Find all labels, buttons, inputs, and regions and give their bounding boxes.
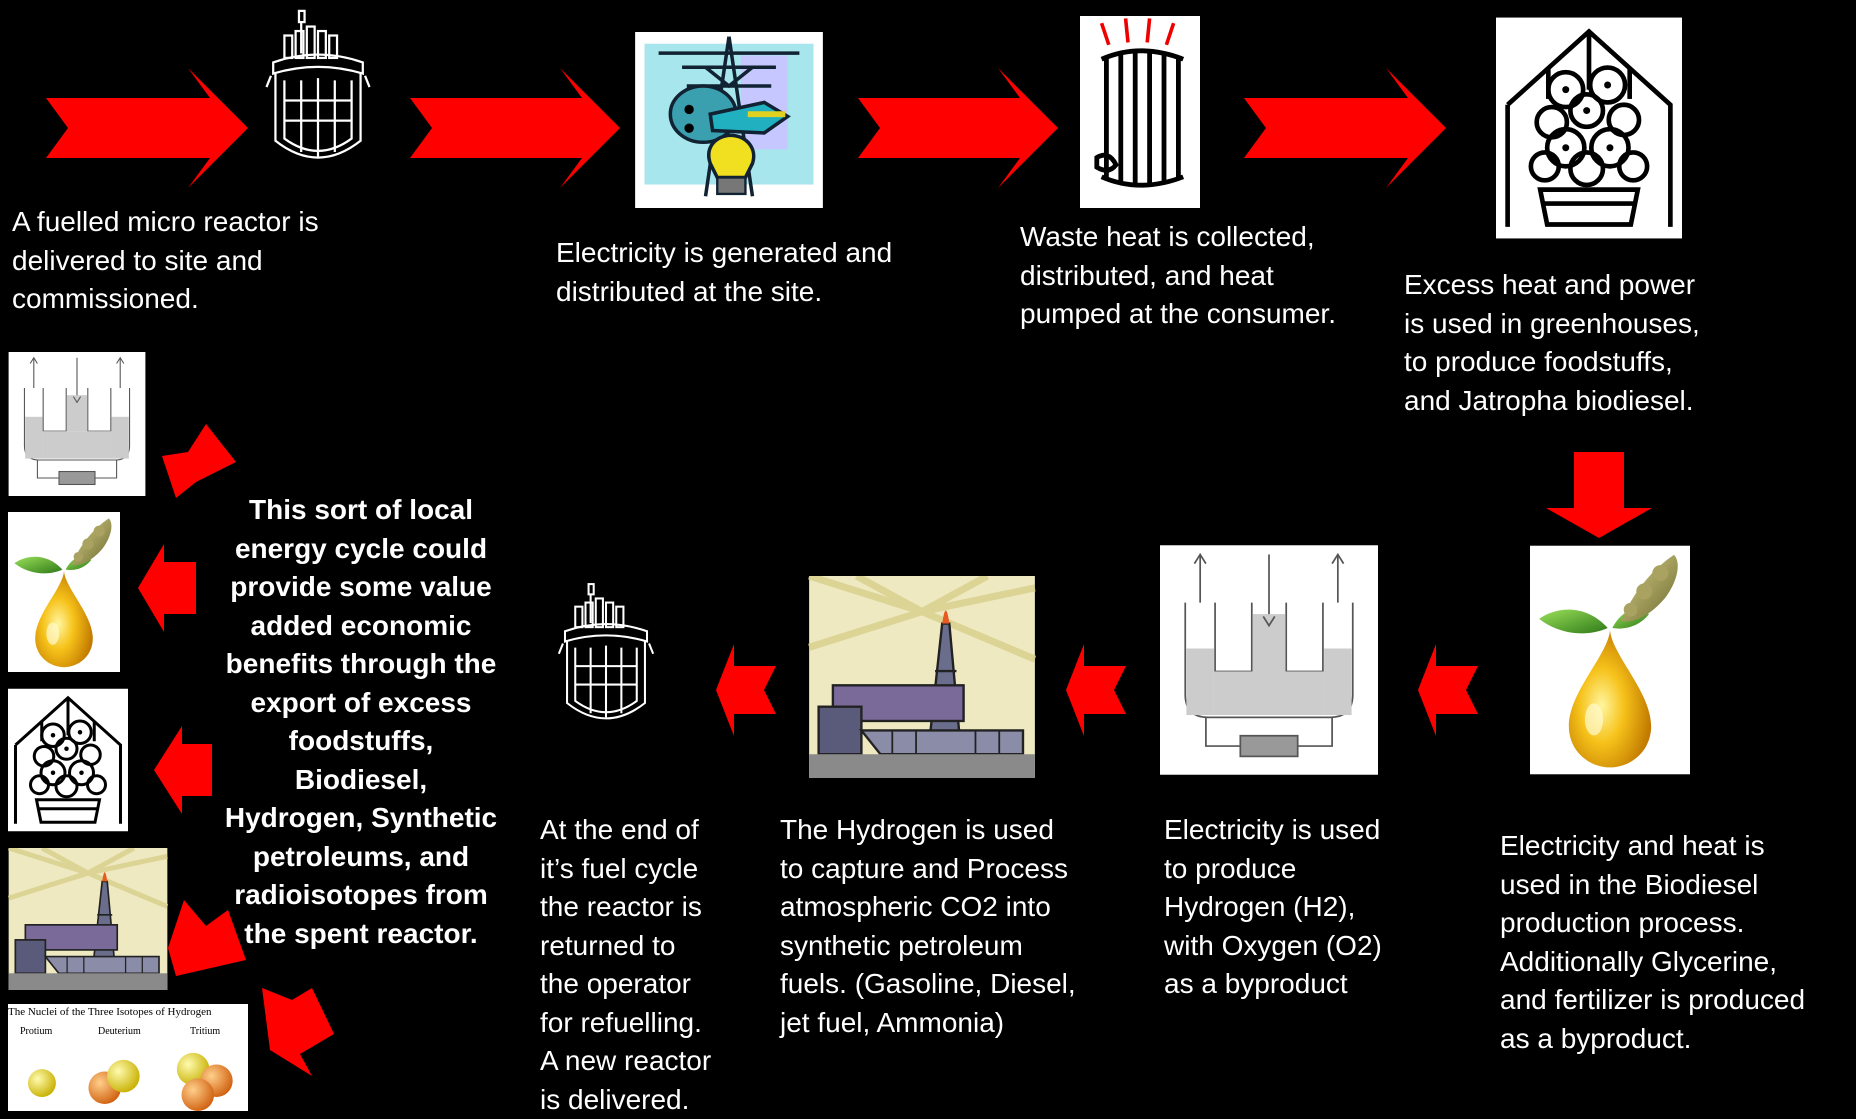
text-line: Hydrogen, Synthetic bbox=[200, 799, 522, 838]
isotope-label-deuterium: Deuterium bbox=[98, 1026, 141, 1037]
oil-drop-icon bbox=[1530, 544, 1690, 776]
text-line: Waste heat is collected, bbox=[1020, 218, 1336, 257]
text-line: added economic bbox=[200, 607, 522, 646]
text-line: distributed, and heat bbox=[1020, 257, 1336, 296]
arrow-down bbox=[1546, 452, 1652, 538]
step-electricity-text: Electricity is generated and distributed… bbox=[556, 234, 892, 311]
text-line: Excess heat and power bbox=[1404, 266, 1700, 305]
isotope-label-tritium: Tritium bbox=[190, 1026, 220, 1037]
arrow-right-2 bbox=[410, 68, 620, 188]
radiator-icon bbox=[1080, 16, 1200, 208]
summary-text: This sort of local energy cycle could pr… bbox=[200, 491, 522, 953]
text-line: jet fuel, Ammonia) bbox=[780, 1004, 1076, 1043]
text-line: to produce foodstuffs, bbox=[1404, 343, 1700, 382]
step-greenhouse-text: Excess heat and power is used in greenho… bbox=[1404, 266, 1700, 420]
text-line: The Hydrogen is used bbox=[780, 811, 1076, 850]
text-line: delivered to site and bbox=[12, 242, 319, 281]
text-line: is delivered. bbox=[540, 1081, 711, 1119]
oil-rig-icon-small bbox=[8, 848, 168, 990]
text-line: as a byproduct bbox=[1164, 965, 1382, 1004]
text-line: to capture and Process bbox=[780, 850, 1076, 889]
text-line: This sort of local bbox=[200, 491, 522, 530]
arrow-right-3 bbox=[858, 68, 1058, 188]
arrow-right-1 bbox=[46, 68, 248, 188]
text-line: radioisotopes from bbox=[200, 876, 522, 915]
step-hydrogen-text: Electricity is used to produce Hydrogen … bbox=[1164, 811, 1382, 1004]
text-line: fuels. (Gasoline, Diesel, bbox=[780, 965, 1076, 1004]
text-line: commissioned. bbox=[12, 280, 319, 319]
electrolysis-icon bbox=[1160, 544, 1378, 776]
text-line: export of excess bbox=[200, 684, 522, 723]
arrow-left-3 bbox=[716, 644, 776, 736]
arrow-left-2 bbox=[1066, 644, 1126, 736]
step-biodiesel-text: Electricity and heat is used in the Biod… bbox=[1500, 827, 1805, 1058]
arrow-to-electrolysis bbox=[162, 424, 236, 498]
text-line: the reactor is bbox=[540, 888, 711, 927]
text-line: to produce bbox=[1164, 850, 1382, 889]
text-line: synthetic petroleum bbox=[780, 927, 1076, 966]
arrow-left-1 bbox=[1418, 644, 1478, 736]
text-line: pumped at the consumer. bbox=[1020, 295, 1336, 334]
text-line: production process. bbox=[1500, 904, 1805, 943]
text-line: benefits through the bbox=[200, 645, 522, 684]
text-line: Hydrogen (H2), bbox=[1164, 888, 1382, 927]
text-line: as a byproduct. bbox=[1500, 1020, 1805, 1059]
isotope-label-protium: Protium bbox=[20, 1026, 52, 1037]
reactor-icon-small bbox=[552, 580, 660, 744]
text-line: A new reactor bbox=[540, 1042, 711, 1081]
arrow-right-4 bbox=[1244, 68, 1446, 188]
text-line: and Jatropha biodiesel. bbox=[1404, 382, 1700, 421]
text-line: returned to bbox=[540, 927, 711, 966]
text-line: petroleums, and bbox=[200, 838, 522, 877]
text-line: for refuelling. bbox=[540, 1004, 711, 1043]
text-line: Electricity is used bbox=[1164, 811, 1382, 850]
greenhouse-icon bbox=[1496, 16, 1682, 240]
isotopes-title: The Nuclei of the Three Isotopes of Hydr… bbox=[8, 1006, 248, 1018]
electrolysis-icon-small bbox=[8, 352, 146, 496]
step-reactor-text: A fuelled micro reactor is delivered to … bbox=[12, 203, 319, 319]
text-line: the spent reactor. bbox=[200, 915, 522, 954]
text-line: atmospheric CO2 into bbox=[780, 888, 1076, 927]
power-tower-bulb-icon bbox=[632, 32, 826, 208]
text-line: it’s fuel cycle bbox=[540, 850, 711, 889]
text-line: and fertilizer is produced bbox=[1500, 981, 1805, 1020]
text-line: At the end of bbox=[540, 811, 711, 850]
step-synthetic-text: The Hydrogen is used to capture and Proc… bbox=[780, 811, 1076, 1042]
text-line: A fuelled micro reactor is bbox=[12, 203, 319, 242]
text-line: Electricity is generated and bbox=[556, 234, 892, 273]
step-end-cycle-text: At the end of it’s fuel cycle the reacto… bbox=[540, 811, 711, 1119]
oil-drop-icon-small bbox=[8, 512, 120, 672]
greenhouse-icon-small bbox=[8, 688, 128, 832]
text-line: with Oxygen (O2) bbox=[1164, 927, 1382, 966]
text-line: foodstuffs, bbox=[200, 722, 522, 761]
text-line: energy cycle could bbox=[200, 530, 522, 569]
text-line: provide some value bbox=[200, 568, 522, 607]
text-line: is used in greenhouses, bbox=[1404, 305, 1700, 344]
isotopes-icon: The Nuclei of the Three Isotopes of Hydr… bbox=[8, 1004, 248, 1111]
arrow-to-oil bbox=[138, 544, 196, 632]
text-line: Electricity and heat is bbox=[1500, 827, 1805, 866]
oil-rig-icon bbox=[808, 576, 1036, 778]
arrow-to-isotopes bbox=[262, 988, 334, 1076]
text-line: distributed at the site. bbox=[556, 273, 892, 312]
text-line: used in the Biodiesel bbox=[1500, 866, 1805, 905]
step-waste-heat-text: Waste heat is collected, distributed, an… bbox=[1020, 218, 1336, 334]
text-line: Biodiesel, bbox=[200, 761, 522, 800]
text-line: the operator bbox=[540, 965, 711, 1004]
reactor-icon bbox=[262, 6, 374, 186]
text-line: Additionally Glycerine, bbox=[1500, 943, 1805, 982]
